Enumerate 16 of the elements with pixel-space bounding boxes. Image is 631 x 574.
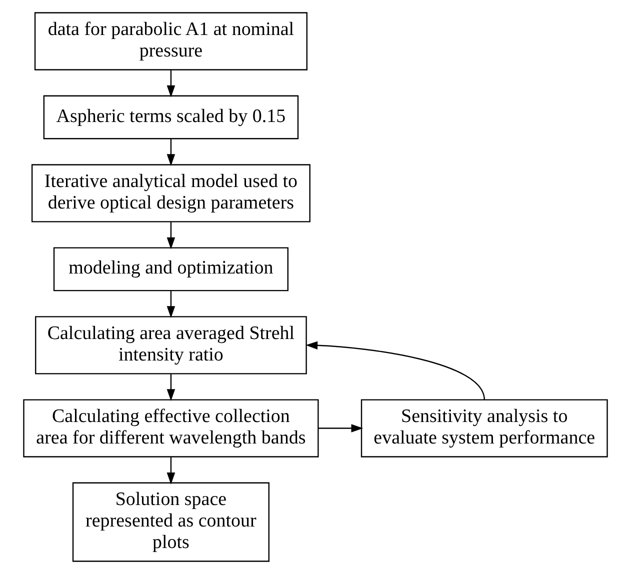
node-box: data for parabolic A1 at nominal pressure — [34, 12, 308, 70]
arrow — [306, 341, 485, 400]
arrow — [166, 70, 176, 98]
arrow — [166, 374, 176, 402]
node-box: Solution space represented as contour plots — [72, 482, 270, 562]
node-box: Iterative analytical model used to derive optical design parameters — [31, 164, 310, 222]
arrow — [166, 222, 176, 250]
arrow — [166, 456, 176, 484]
node-box: modeling and optimization — [53, 247, 288, 292]
node-box: Calculating area averaged Strehl intensity ratio — [35, 316, 307, 374]
arrow — [166, 290, 176, 318]
arrow — [318, 424, 364, 432]
node-box: Aspheric terms scaled by 0.15 — [43, 95, 299, 140]
node-box: Calculating effective collection area for different wavelength bands — [23, 399, 319, 458]
arrow — [166, 138, 176, 166]
node-box: Sensitivity analysis to evaluate system performance — [360, 399, 608, 458]
